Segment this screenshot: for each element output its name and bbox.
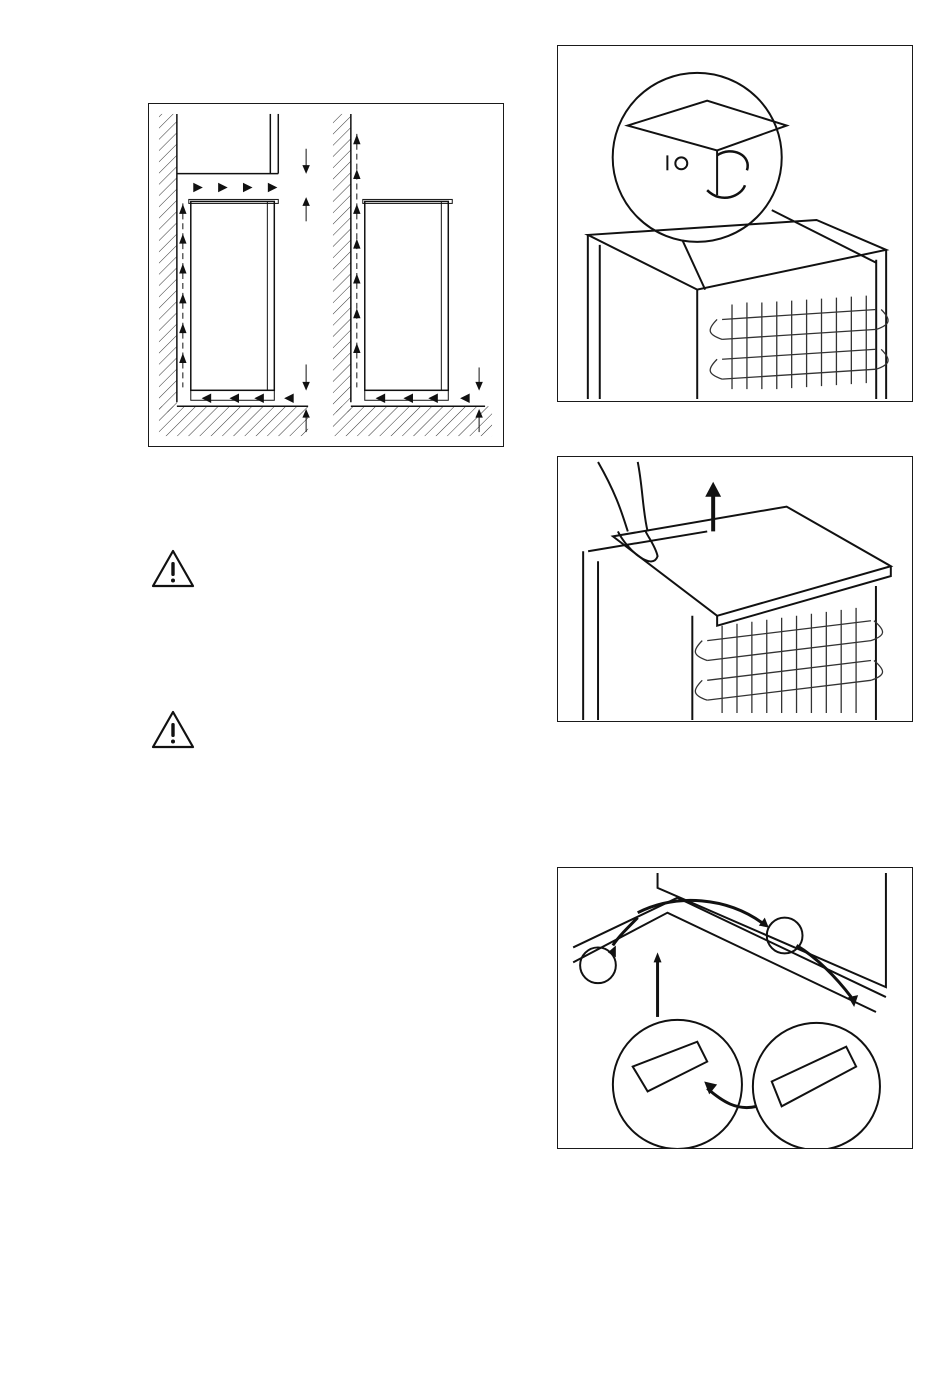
warning-triangle-icon bbox=[150, 709, 196, 751]
warning-triangle-icon bbox=[150, 548, 196, 590]
ventilation-diagram bbox=[148, 103, 504, 447]
hinge-reversal-diagram bbox=[557, 867, 913, 1149]
screw-removal-diagram bbox=[557, 45, 913, 402]
lift-top-diagram bbox=[557, 456, 913, 722]
